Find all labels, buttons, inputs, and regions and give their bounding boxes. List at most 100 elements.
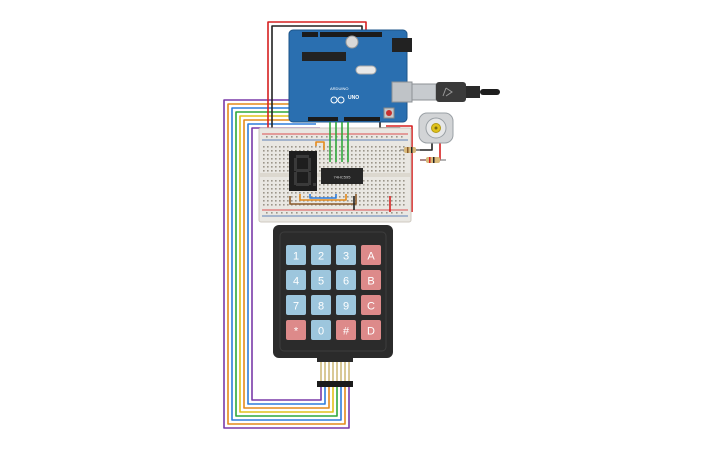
breadboard-hole (267, 150, 269, 152)
breadboard-hole (275, 170, 277, 172)
keypad-header (317, 381, 353, 387)
keypad-key-0[interactable]: 0 (311, 320, 331, 340)
wire-yellow-keypad (239, 115, 334, 413)
key-cap[interactable] (336, 245, 356, 265)
breadboard-hole (387, 150, 389, 152)
breadboard-hole (263, 204, 265, 206)
key-cap[interactable] (336, 295, 356, 315)
key-cap[interactable] (361, 270, 381, 290)
breadboard-hole (395, 150, 397, 152)
breadboard-hole (371, 200, 373, 202)
keypad-key-2[interactable]: 2 (311, 245, 331, 265)
breadboard-hole (363, 158, 365, 160)
seven-segment-display (289, 151, 317, 191)
keypad-key-6[interactable]: 6 (336, 270, 356, 290)
rail-hole (296, 136, 298, 138)
key-cap[interactable] (286, 295, 306, 315)
keypad-key-7[interactable]: 7 (286, 295, 306, 315)
breadboard-hole (267, 192, 269, 194)
keypad-key-5[interactable]: 5 (311, 270, 331, 290)
keypad-key-3[interactable]: 3 (336, 245, 356, 265)
breadboard-hole (339, 166, 341, 168)
rail-hole (351, 136, 353, 138)
breadboard-hole (339, 188, 341, 190)
key-cap[interactable] (311, 295, 331, 315)
breadboard-hole (275, 188, 277, 190)
keypad-key-label: 0 (318, 326, 324, 338)
breadboard-hole (299, 200, 301, 202)
breadboard-hole (359, 200, 361, 202)
breadboard-hole (387, 200, 389, 202)
breadboard-hole (323, 184, 325, 186)
key-cap[interactable] (361, 295, 381, 315)
breadboard-hole (279, 180, 281, 182)
breadboard-hole (387, 162, 389, 164)
keypad-key-label: 5 (318, 276, 324, 288)
breadboard-hole (359, 166, 361, 168)
breadboard-hole (275, 196, 277, 198)
key-cap[interactable] (311, 320, 331, 340)
breadboard-hole (387, 184, 389, 186)
key-cap[interactable] (311, 270, 331, 290)
breadboard-hole (275, 166, 277, 168)
breadboard-hole (391, 166, 393, 168)
breadboard-hole (295, 150, 297, 152)
keypad-key-A[interactable]: A (361, 245, 381, 265)
breadboard-hole (267, 146, 269, 148)
breadboard-hole (287, 166, 289, 168)
keypad-key-8[interactable]: 8 (311, 295, 331, 315)
rail-hole (326, 212, 328, 214)
breadboard-hole (331, 154, 333, 156)
breadboard-hole (267, 158, 269, 160)
key-cap[interactable] (361, 245, 381, 265)
breadboard-hole (379, 154, 381, 156)
keypad-key-9[interactable]: 9 (336, 295, 356, 315)
keypad-key-D[interactable]: D (361, 320, 381, 340)
key-cap[interactable] (361, 320, 381, 340)
key-cap[interactable] (286, 245, 306, 265)
keypad-key-label: C (367, 301, 375, 313)
keypad-key-*[interactable]: * (286, 320, 306, 340)
rail-hole (311, 212, 313, 214)
breadboard-hole (375, 180, 377, 182)
breadboard-hole (315, 196, 317, 198)
keypad-key-1[interactable]: 1 (286, 245, 306, 265)
key-cap[interactable] (286, 270, 306, 290)
breadboard-hole (303, 150, 305, 152)
breadboard-hole (327, 162, 329, 164)
breadboard-hole (267, 166, 269, 168)
breadboard-hole (271, 146, 273, 148)
breadboard-hole (351, 158, 353, 160)
key-cap[interactable] (336, 270, 356, 290)
breadboard-hole (371, 146, 373, 148)
breadboard-hole (283, 196, 285, 198)
breadboard-hole (315, 192, 317, 194)
rail-hole (386, 212, 388, 214)
keypad-key-C[interactable]: C (361, 295, 381, 315)
breadboard-hole (395, 154, 397, 156)
key-cap[interactable] (336, 320, 356, 340)
wire-purple-keypad (223, 99, 350, 429)
breadboard-hole (263, 166, 265, 168)
oscillator (355, 65, 377, 75)
breadboard-hole (383, 154, 385, 156)
key-cap[interactable] (286, 320, 306, 340)
resistor-1 (400, 147, 420, 153)
keypad-key-#[interactable]: # (336, 320, 356, 340)
key-cap[interactable] (311, 245, 331, 265)
rail-hole (391, 212, 393, 214)
keypad-key-4[interactable]: 4 (286, 270, 306, 290)
breadboard-hole (331, 162, 333, 164)
wire-orange-seg (315, 141, 325, 150)
breadboard-hole (291, 150, 293, 152)
breadboard-hole (319, 170, 321, 172)
rail-hole (306, 212, 308, 214)
atmega-chip (302, 52, 346, 61)
keypad-key-B[interactable]: B (361, 270, 381, 290)
rail-hole (296, 212, 298, 214)
breadboard-hole (391, 200, 393, 202)
rail-hole (366, 136, 368, 138)
breadboard-hole (299, 192, 301, 194)
breadboard-hole (311, 150, 313, 152)
breadboard-hole (263, 162, 265, 164)
